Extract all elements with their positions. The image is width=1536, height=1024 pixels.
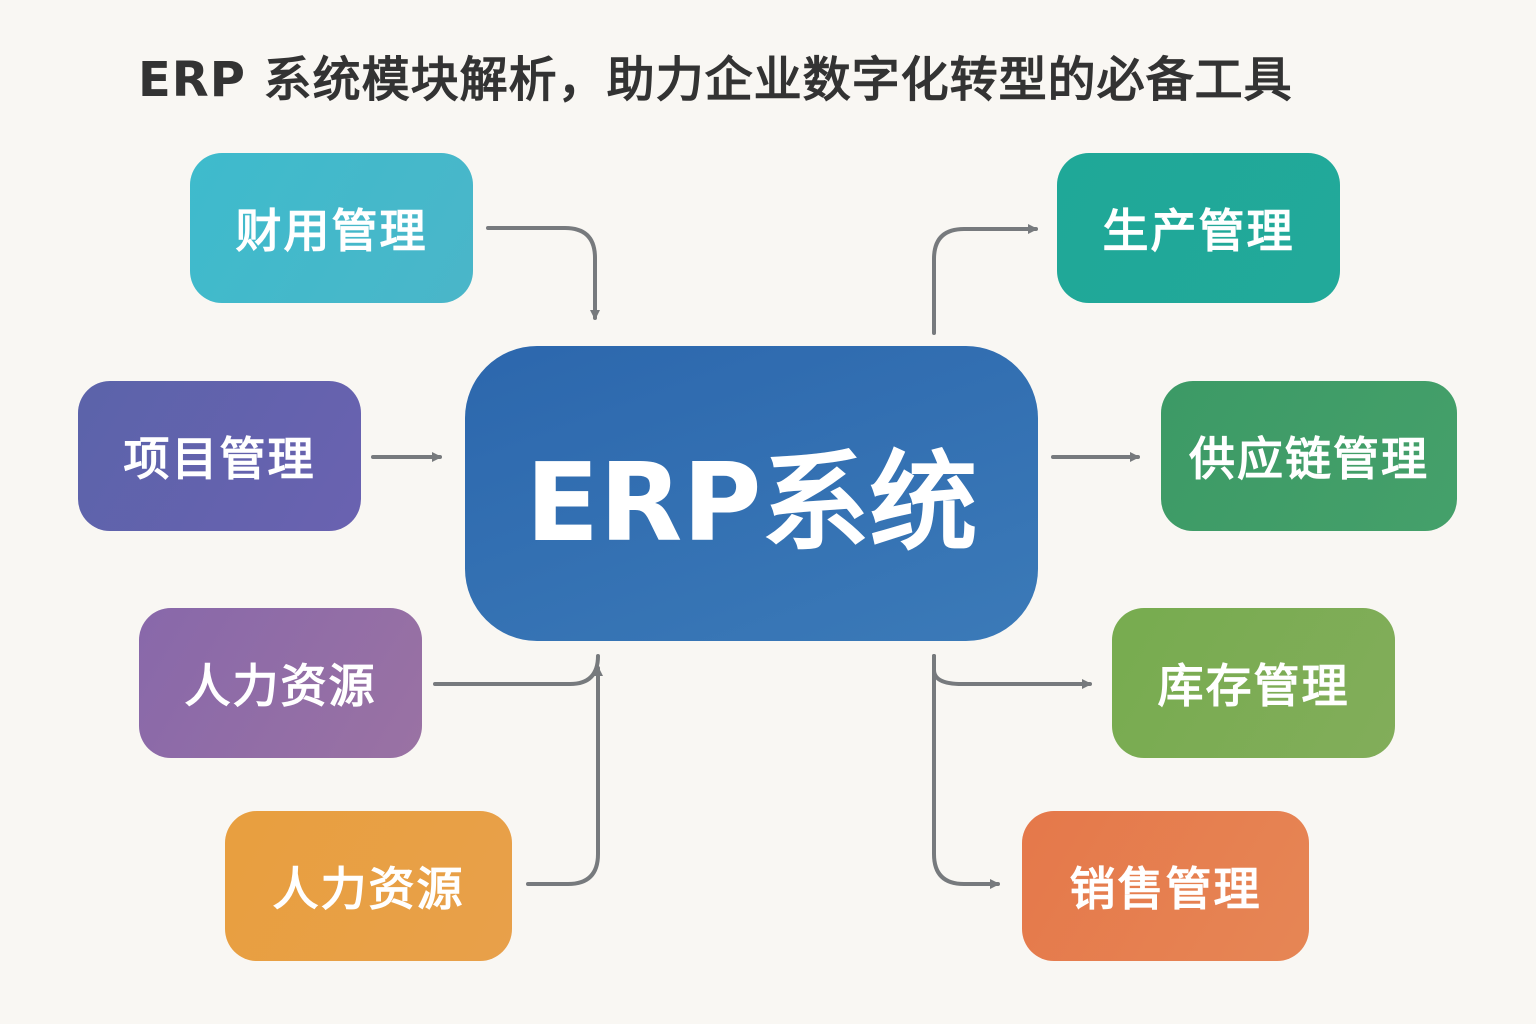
arrow-hr1-to-erp	[433, 654, 600, 686]
arrow-erp-to-production	[932, 224, 1038, 335]
arrow-erp-to-inventory	[932, 654, 1092, 689]
module-project-management: 项目管理	[78, 381, 361, 531]
module-human-resources-2: 人力资源	[225, 811, 512, 961]
page-title: ERP 系统模块解析，助力企业数字化转型的必备工具	[138, 52, 1293, 108]
module-sales-management: 销售管理	[1022, 811, 1309, 961]
module-human-resources-1: 人力资源	[139, 608, 422, 758]
arrow-hr2-to-erp	[526, 666, 603, 886]
module-supply-chain-management: 供应链管理	[1161, 381, 1457, 531]
arrow-erp-to-sales	[932, 654, 1000, 889]
erp-system-node: ERP系统	[465, 346, 1038, 641]
module-finance-management: 财用管理	[190, 153, 473, 303]
module-inventory-management: 库存管理	[1112, 608, 1395, 758]
arrow-finance-to-erp	[486, 226, 600, 320]
module-production-management: 生产管理	[1057, 153, 1340, 303]
